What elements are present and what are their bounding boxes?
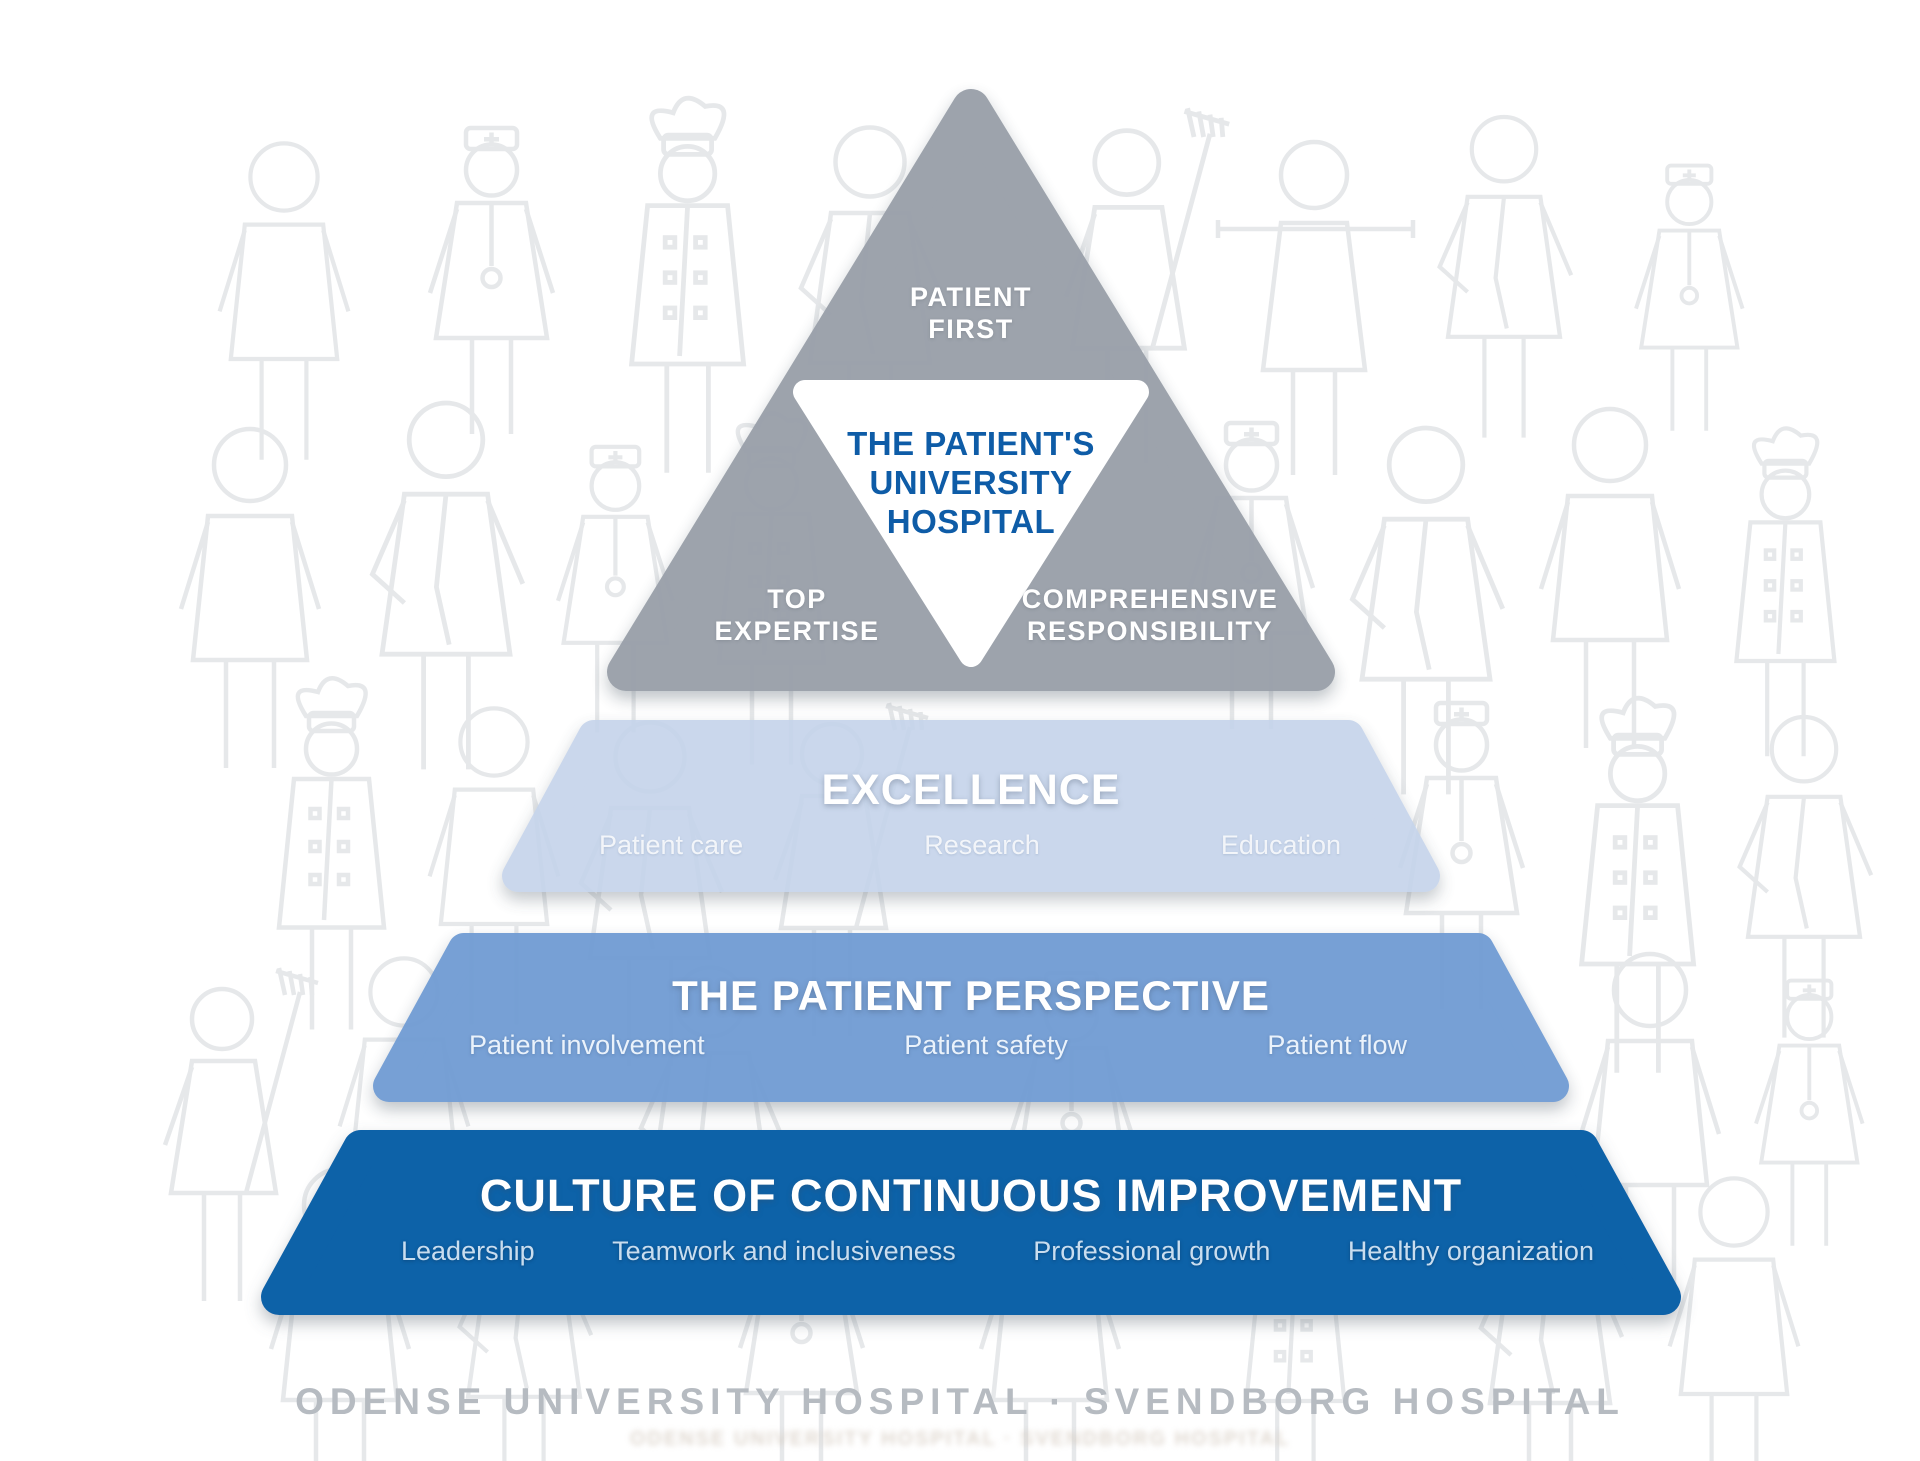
center-hospital-title: THE PATIENT'S UNIVERSITY HOSPITAL xyxy=(847,425,1095,540)
tier-excellence-items: Patient care Research Education xyxy=(599,830,1341,861)
patient-first-label: PATIENT FIRST xyxy=(910,282,1032,344)
tier-perspective-items: Patient involvement Patient safety Patie… xyxy=(469,1030,1407,1061)
tier-culture-item: Teamwork and inclusiveness xyxy=(612,1236,956,1266)
tier-culture-item: Leadership xyxy=(401,1236,535,1266)
tier-excellence-item: Education xyxy=(1220,830,1341,860)
tier-culture-title: CULTURE OF CONTINUOUS IMPROVEMENT xyxy=(479,1170,1463,1221)
tier-culture-item: Professional growth xyxy=(1033,1236,1271,1266)
tier-perspective-item: Patient flow xyxy=(1267,1030,1407,1060)
tier-culture-item: Healthy organization xyxy=(1347,1236,1594,1266)
tier-culture-shape xyxy=(261,1130,1681,1315)
tier-culture-items: Leadership Teamwork and inclusiveness Pr… xyxy=(401,1236,1594,1267)
tier-perspective-item: Patient safety xyxy=(904,1030,1068,1060)
tier-excellence-item: Research xyxy=(924,830,1040,860)
tier-excellence-item: Patient care xyxy=(599,830,744,860)
tier-perspective-item: Patient involvement xyxy=(469,1030,705,1060)
tier-perspective-shape xyxy=(373,933,1569,1102)
top-expertise-label: TOP EXPERTISE xyxy=(714,584,880,646)
footer-blur-echo: ODENSE UNIVERSITY HOSPITAL · SVENDBORG H… xyxy=(629,1428,1291,1450)
tier-excellence-shape xyxy=(502,720,1440,892)
hospital-names-footer: ODENSE UNIVERSITY HOSPITAL · SVENDBORG H… xyxy=(295,1381,1625,1422)
tier-perspective-title: THE PATIENT PERSPECTIVE xyxy=(672,972,1270,1019)
tier-excellence-title: EXCELLENCE xyxy=(821,766,1121,814)
inner-white-triangle xyxy=(793,380,1149,667)
comprehensive-responsibility-label: COMPREHENSIVE RESPONSIBILITY xyxy=(1021,584,1279,646)
